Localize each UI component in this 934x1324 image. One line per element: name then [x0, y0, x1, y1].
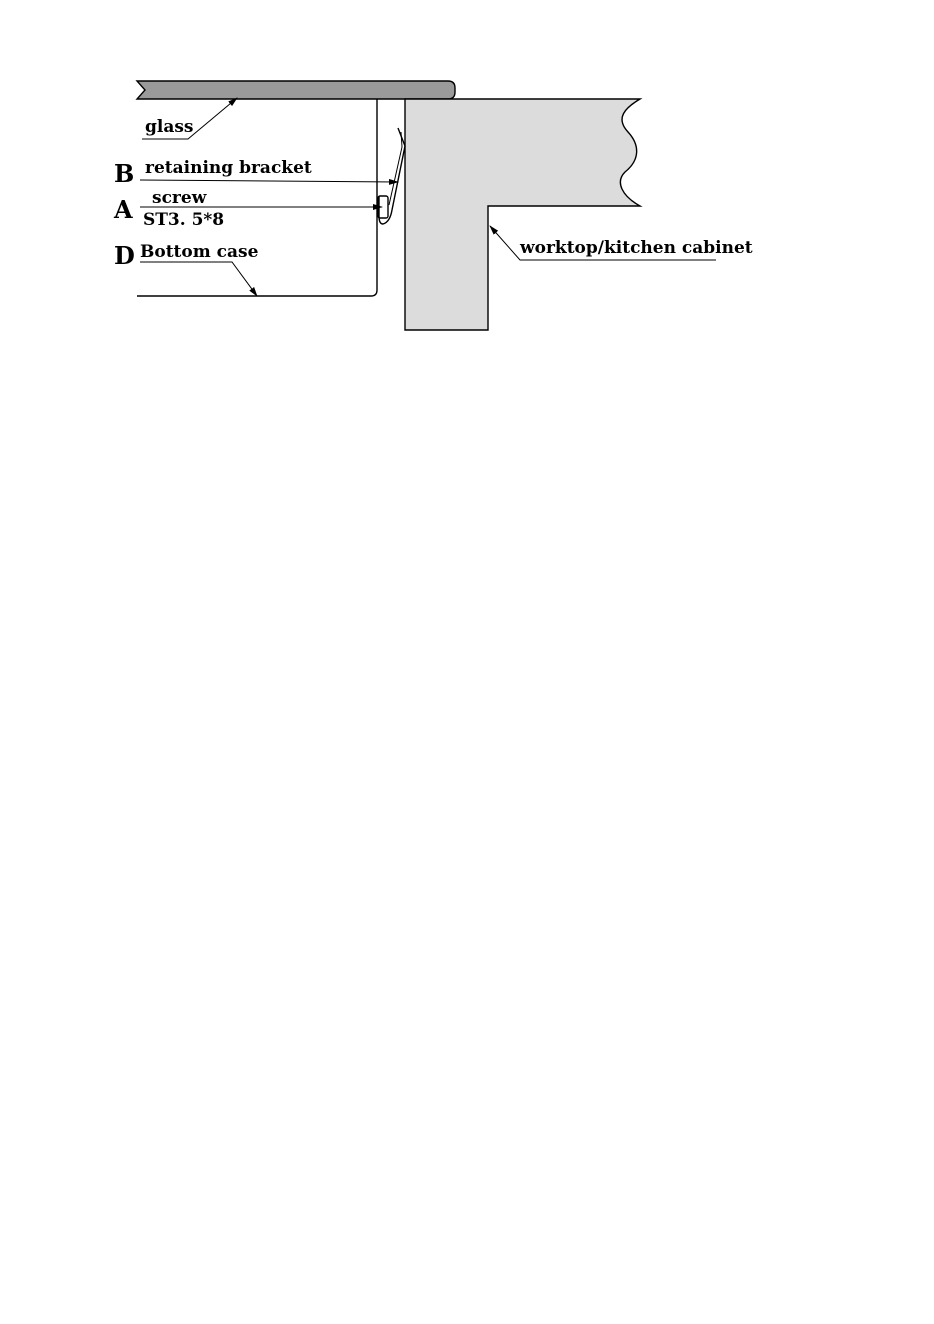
- screw-label: screw: [152, 188, 207, 208]
- screw-spec-label: ST3. 5*8: [143, 210, 224, 230]
- retaining-bracket-label: retaining bracket: [145, 158, 312, 178]
- bottom-case-label: Bottom case: [140, 242, 259, 262]
- glass-label: glass: [145, 117, 194, 137]
- letter-b: B: [114, 159, 134, 188]
- letter-d: D: [114, 241, 135, 270]
- worktop-label: worktop/kitchen cabinet: [519, 238, 753, 258]
- bottom-case-leader: [140, 262, 257, 296]
- worktop-section: [405, 99, 640, 330]
- retaining-bracket: [379, 128, 405, 224]
- glass-panel: [137, 81, 455, 99]
- retaining-bracket-leader: [140, 180, 398, 182]
- letter-a: A: [113, 195, 133, 224]
